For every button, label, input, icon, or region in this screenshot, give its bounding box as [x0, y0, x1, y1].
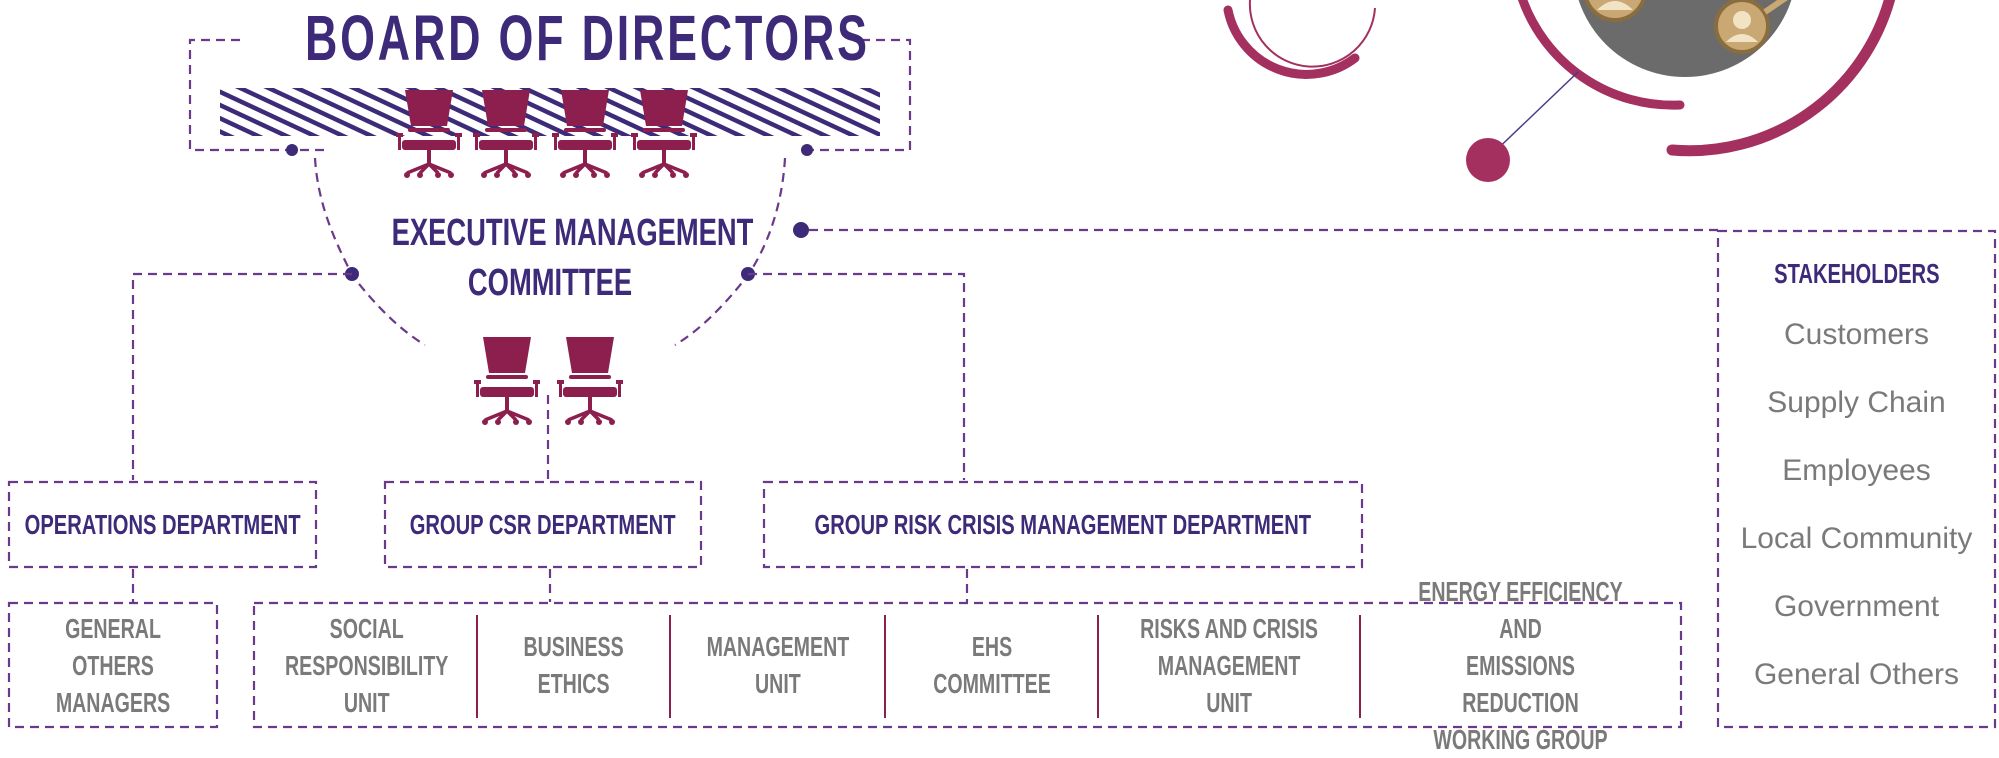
unit-business-ethics: BUSINESS ETHICS [477, 603, 670, 727]
stakeholders-heading: STAKEHOLDERS [1718, 258, 1995, 290]
connector-dot [793, 222, 809, 238]
org-chart-diagram [7, 0, 1997, 729]
stakeholder-item: Supply Chain [1767, 386, 1946, 419]
decorative-dot [1466, 138, 1510, 182]
network-photo [1573, 0, 1797, 77]
operations-department-label: OPERATIONS DEPARTMENT [24, 508, 301, 540]
decorative-arc [1666, 0, 1896, 157]
unit-social-responsibility: SOCIAL RESPONSIBILITY UNIT [256, 603, 477, 727]
stakeholder-item: Government [1773, 590, 1940, 623]
stakeholders-title: STAKEHOLDERS [1773, 258, 1940, 289]
office-chair-icon [472, 335, 542, 427]
board-bracket [188, 38, 912, 152]
general-managers: GENERAL OTHERS MANAGERS [9, 603, 217, 727]
csr-department-label: GROUP CSR DEPARTMENT [410, 508, 676, 540]
operations-department: OPERATIONS DEPARTMENT [9, 482, 316, 567]
executive-committee-title-line1: EXECUTIVE MANAGEMENT [391, 212, 754, 254]
csr-department: GROUP CSR DEPARTMENT [385, 482, 701, 567]
executive-committee-title-line2: COMMITTEE [467, 262, 633, 304]
decorative-arc [1223, 5, 1360, 79]
unit-label: RISKS AND CRISIS MANAGEMENT UNIT [1140, 612, 1318, 718]
unit-label: BUSINESS ETHICS [523, 631, 624, 699]
connector-dot [801, 144, 813, 156]
risk-department: GROUP RISK CRISIS MANAGEMENT DEPARTMENT [764, 482, 1362, 567]
stakeholder-item: Customers [1783, 318, 1930, 351]
stakeholder-item: Employees [1782, 454, 1931, 487]
unit-label: MANAGEMENT UNIT [706, 631, 849, 699]
stakeholder-item: General Others [1753, 658, 1960, 691]
unit-label: ENERGY EFFICIENCY AND EMISSIONS REDUCTIO… [1418, 575, 1623, 755]
general-managers-box [7, 601, 219, 729]
unit-label: SOCIAL RESPONSIBILITY UNIT [284, 612, 449, 718]
risk-box [762, 480, 1364, 569]
risk-department-label: GROUP RISK CRISIS MANAGEMENT DEPARTMENT [814, 508, 1312, 540]
unit-label: EHS COMMITTEE [932, 631, 1051, 699]
board-hatch-band [220, 88, 880, 136]
stakeholders-box [1716, 229, 1997, 729]
unit-ehs-committee: EHS COMMITTEE [885, 603, 1098, 727]
unit-energy-efficiency: ENERGY EFFICIENCY AND EMISSIONS REDUCTIO… [1360, 576, 1681, 755]
units-box [252, 601, 1683, 729]
operations-box [7, 480, 318, 569]
stakeholder-item: Local Community [1740, 522, 1973, 555]
csr-box [383, 480, 703, 569]
decorative-arc [1517, 0, 1685, 110]
unit-risks-crisis: RISKS AND CRISIS MANAGEMENT UNIT [1098, 603, 1360, 727]
office-chair-icon [555, 335, 625, 427]
page-title: BOARD OF DIRECTORS [305, 2, 870, 74]
general-managers-label: GENERAL OTHERS MANAGERS [55, 612, 171, 718]
unit-management: MANAGEMENT UNIT [670, 603, 885, 727]
connector-dot [286, 144, 298, 156]
